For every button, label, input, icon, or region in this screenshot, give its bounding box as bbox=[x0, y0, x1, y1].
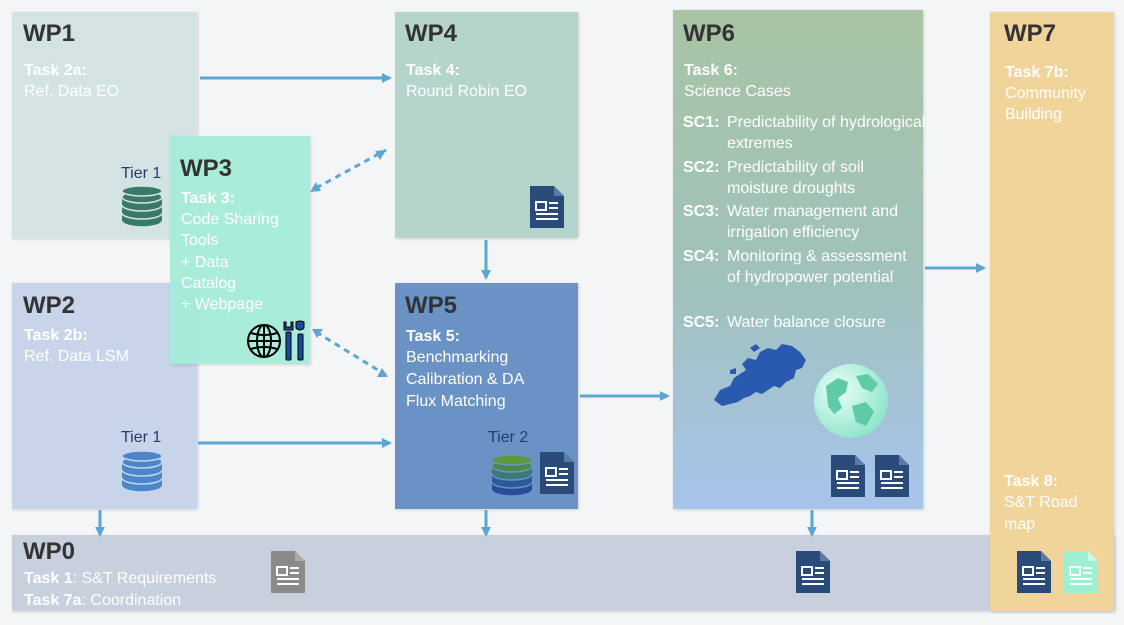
wp5-line-0: Benchmarking bbox=[406, 349, 509, 366]
wp4-title: WP4 bbox=[405, 20, 458, 47]
wp6-task-text: Science Cases bbox=[684, 83, 791, 100]
sc-code: SC4: bbox=[683, 248, 720, 265]
database-icon bbox=[121, 185, 163, 228]
document-icon bbox=[1017, 551, 1051, 593]
wp1-title: WP1 bbox=[23, 20, 76, 47]
sc-code: SC1: bbox=[683, 114, 720, 131]
wp6-box bbox=[673, 10, 923, 509]
wp0-task1: Task 1: S&T Requirements bbox=[24, 568, 216, 589]
wp4-task-label: Task 4: bbox=[406, 62, 460, 79]
wp2-task-text: Ref. Data LSM bbox=[24, 348, 129, 365]
wp2-title: WP2 bbox=[23, 292, 76, 319]
wp0-task7a: Task 7a: Coordination bbox=[24, 590, 181, 611]
wp5-line-1: Calibration & DA bbox=[406, 371, 525, 388]
wp3-title: WP3 bbox=[180, 155, 233, 182]
wp0-task7a-text: : Coordination bbox=[81, 592, 182, 609]
wp7-task7b-line-0: Community bbox=[1005, 85, 1086, 102]
document-icon bbox=[540, 452, 574, 494]
wp1-task-label: Task 2a: bbox=[24, 62, 87, 79]
wp2-box bbox=[12, 283, 197, 509]
wp1-tier: Tier 1 bbox=[121, 165, 162, 182]
sc-code: SC5: bbox=[683, 314, 720, 331]
sc-desc: Monitoring & assessment of hydropower po… bbox=[727, 248, 907, 286]
wp2-tier: Tier 1 bbox=[121, 429, 162, 446]
sc-code: SC2: bbox=[683, 159, 720, 176]
wp5-line-2: Flux Matching bbox=[406, 393, 506, 410]
wp3-task-label: Task 3: bbox=[181, 190, 235, 207]
wp5-tier: Tier 2 bbox=[488, 429, 529, 446]
document-icon bbox=[530, 186, 564, 228]
wp0-task1-label: Task 1 bbox=[24, 570, 73, 587]
wp3-box bbox=[170, 136, 310, 364]
sc-desc: Predictability of soil moisture droughts bbox=[727, 159, 864, 197]
arrow-wp3-wp5-dashed bbox=[315, 330, 387, 377]
document-icon bbox=[875, 455, 909, 497]
wp3-line-3: Catalog bbox=[181, 275, 237, 292]
document-icon bbox=[796, 551, 830, 593]
database-icon bbox=[491, 454, 533, 497]
wp7-task8-line-0: S&T Road bbox=[1004, 494, 1078, 511]
wp7-task7b-line-1: Building bbox=[1005, 106, 1062, 123]
wp7-box bbox=[990, 12, 1114, 611]
wp7-task8-label: Task 8: bbox=[1004, 473, 1058, 490]
sc-desc: Water balance closure bbox=[727, 314, 886, 331]
wp3-line-0: Code Sharing bbox=[181, 211, 279, 228]
science-case-3: SC3: Water management and irrigation eff… bbox=[683, 201, 923, 245]
arrow-wp3-wp4-dashed bbox=[315, 148, 387, 190]
wp7-title: WP7 bbox=[1004, 20, 1057, 47]
globe-icon bbox=[247, 324, 281, 358]
wp2-task-label: Task 2b: bbox=[24, 327, 88, 344]
science-case-5: SC5: Water balance closure bbox=[683, 312, 923, 334]
wp3-line-4: + Webpage bbox=[181, 296, 263, 313]
earth-globe-icon bbox=[814, 364, 888, 438]
wp1-box bbox=[12, 12, 197, 238]
wp3-line-1: Tools bbox=[181, 232, 219, 249]
wp6-task-label: Task 6: bbox=[684, 62, 738, 79]
database-icon bbox=[121, 450, 163, 493]
wp0-box bbox=[12, 535, 1114, 611]
document-icon bbox=[831, 455, 865, 497]
europe-map-icon bbox=[714, 344, 806, 406]
sc-desc: Predictability of hydrological extremes bbox=[727, 114, 926, 152]
wp0-title: WP0 bbox=[23, 538, 76, 565]
science-case-4: SC4: Monitoring & assessment of hydropow… bbox=[683, 246, 923, 310]
tools-icon bbox=[283, 320, 305, 361]
wp6-title: WP6 bbox=[683, 20, 736, 47]
wp0-task7a-label: Task 7a bbox=[24, 592, 82, 609]
sc-code: SC3: bbox=[683, 203, 720, 220]
document-icon bbox=[271, 551, 305, 593]
sc-desc: Water management and irrigation efficien… bbox=[727, 203, 899, 241]
wp7-task7b-label: Task 7b: bbox=[1005, 64, 1069, 81]
wp0-task1-text: : S&T Requirements bbox=[72, 570, 217, 587]
wp3-line-2: + Data bbox=[181, 254, 229, 271]
science-case-1: SC1: Predictability of hydrological extr… bbox=[683, 112, 925, 156]
wp4-task-text: Round Robin EO bbox=[406, 83, 527, 100]
wp5-task-label: Task 5: bbox=[406, 328, 460, 345]
wp1-task-text: Ref. Data EO bbox=[24, 83, 120, 100]
document-icon bbox=[1064, 551, 1098, 593]
science-case-2: SC2: Predictability of soil moisture dro… bbox=[683, 157, 923, 201]
wp5-title: WP5 bbox=[405, 292, 458, 319]
wp7-task8-line-1: map bbox=[1004, 516, 1036, 533]
